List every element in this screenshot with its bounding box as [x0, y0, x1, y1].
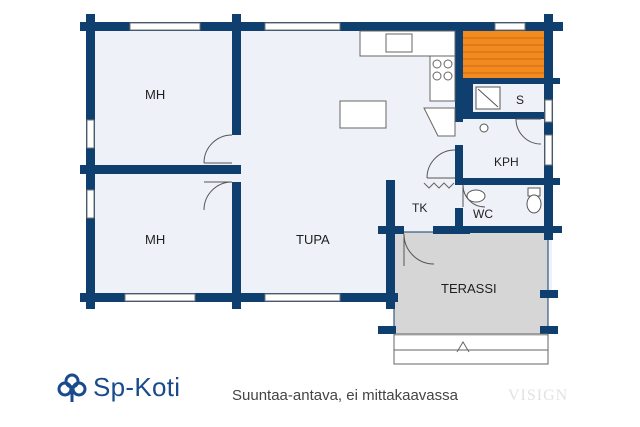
windows: [86, 22, 553, 302]
sauna-bench-slats: [462, 37, 548, 74]
room-label-tk: TK: [412, 201, 427, 215]
counter-zigzag: [423, 182, 455, 189]
sp-clover-icon: [57, 373, 87, 402]
kitchen: [339, 30, 456, 137]
doors: [203, 118, 542, 266]
room-label-mh-top: MH: [145, 87, 165, 102]
brand-name: Sp-Koti: [93, 372, 181, 402]
scale-note: Suuntaa-antava, ei mittakaavassa: [232, 387, 458, 404]
room-label-kph: KPH: [494, 155, 519, 169]
room-label-terassi: TERASSI: [441, 281, 497, 296]
sauna-bench: [462, 31, 548, 79]
log-ends: [80, 14, 563, 334]
room-label-s: S: [516, 93, 524, 107]
room-label-tupa: TUPA: [296, 232, 330, 247]
brand-logo: Sp-Koti: [57, 372, 180, 403]
terrace-steps: [393, 333, 549, 365]
bath-fixtures: [466, 86, 542, 214]
room-label-wc: WC: [473, 207, 493, 221]
terrace-floor: [394, 232, 548, 336]
watermark: VISIGN: [508, 387, 569, 404]
room-label-mh-bottom: MH: [145, 232, 165, 247]
